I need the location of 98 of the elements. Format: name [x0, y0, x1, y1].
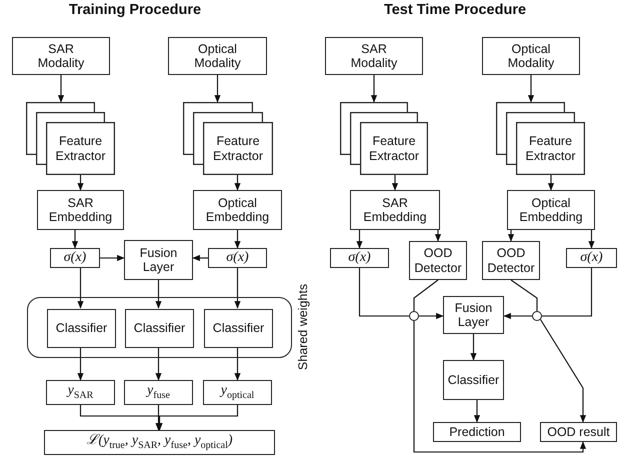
arrow	[503, 312, 532, 320]
arrow	[155, 347, 162, 381]
process-box	[37, 190, 124, 230]
arrow	[77, 347, 84, 381]
process-box	[540, 422, 617, 442]
junction-circle	[532, 311, 542, 321]
process-box	[443, 296, 504, 334]
process-box	[443, 360, 504, 400]
arrow	[419, 312, 444, 320]
process-box	[204, 309, 273, 348]
stacked-process-box	[26, 102, 115, 175]
arrow	[58, 75, 64, 103]
arrow	[370, 75, 378, 103]
arrow	[540, 319, 586, 423]
stacked-process-box	[496, 102, 585, 175]
node-label: Optical Embedding	[518, 196, 584, 224]
arrow	[508, 230, 514, 242]
math-label: y$_{fuse}$	[147, 383, 170, 402]
process-box	[12, 37, 110, 75]
node-label: Optical Embedding	[204, 196, 270, 224]
process-box	[193, 190, 282, 230]
formula-box	[50, 248, 100, 268]
arrow	[234, 347, 241, 381]
process-box	[482, 241, 540, 280]
process-box	[168, 37, 267, 75]
side-label: Shared weights	[296, 283, 310, 370]
process-box	[433, 422, 521, 442]
arrow	[155, 280, 162, 309]
formula-box	[566, 248, 617, 268]
arrow	[434, 230, 442, 242]
formula-box	[124, 380, 193, 405]
node-label: Classifier	[56, 321, 108, 336]
arrow	[77, 268, 84, 309]
node-label: Feature Extractor	[212, 133, 264, 164]
arrow	[77, 175, 84, 191]
process-box	[409, 241, 467, 280]
node-label: OOD Detector	[486, 246, 536, 275]
arrow	[234, 268, 241, 309]
arrow	[72, 230, 78, 249]
node-label: SAR Embedding	[362, 196, 428, 224]
math-label: σ(x)	[64, 250, 86, 266]
arrow	[474, 400, 480, 423]
formula-box	[203, 380, 272, 405]
arrow	[192, 254, 208, 262]
arrow	[156, 405, 238, 431]
process-box	[325, 37, 423, 75]
node-label: Classifier	[448, 372, 500, 388]
stacked-process-box	[183, 102, 273, 175]
arrow	[392, 175, 398, 191]
stacked-process-box	[340, 102, 428, 175]
math-label: σ(x)	[348, 250, 371, 266]
formula-box	[208, 248, 267, 268]
arrow	[356, 230, 363, 249]
node-label: OOD result	[547, 424, 610, 440]
arrow	[413, 280, 438, 311]
node-label: OOD Detector	[413, 246, 463, 275]
arrow	[470, 334, 477, 361]
shared-weights-group	[27, 297, 292, 358]
process-box	[125, 309, 194, 348]
math-label: σ(x)	[226, 250, 249, 266]
arrow	[234, 175, 241, 191]
node-label: Optical Modality	[193, 42, 242, 70]
node-label: Fusion Layer	[138, 246, 178, 274]
arrow	[234, 230, 241, 249]
node-label: Feature Extractor	[524, 133, 576, 164]
process-box	[507, 190, 595, 230]
math-label: y$_{SAR}$	[68, 383, 94, 402]
node-label: SAR Modality	[350, 42, 398, 70]
node-label: SAR Modality	[36, 42, 86, 70]
node-label: Fusion Layer	[454, 300, 494, 330]
node-label: SAR Embedding	[48, 196, 114, 224]
arrow	[528, 75, 534, 103]
math-label: ℒ(y$_{true}$, y$_{SAR}$, y$_{fuse}$, y$_{optical}$)	[86, 433, 233, 452]
node-label: Optical Modality	[506, 42, 556, 70]
formula-box	[44, 430, 275, 455]
arrow	[155, 405, 162, 431]
formula-box	[46, 380, 115, 405]
process-box	[482, 37, 580, 75]
arrow	[214, 75, 221, 103]
arrow	[510, 280, 538, 311]
arrow	[413, 321, 586, 453]
panel-title: Test Time Procedure	[382, 2, 528, 18]
formula-box	[330, 248, 389, 268]
arrow	[588, 230, 595, 249]
node-label: Prediction	[449, 424, 505, 440]
node-label: Feature Extractor	[54, 133, 106, 164]
arrow	[548, 175, 554, 191]
math-label: σ(x)	[580, 250, 603, 266]
node-label: Classifier	[134, 321, 186, 336]
process-box	[47, 309, 116, 348]
junction-circle	[409, 311, 419, 321]
node-label: Classifier	[212, 321, 264, 336]
math-label: y$_{optical}$	[220, 383, 254, 402]
process-box	[124, 240, 193, 280]
arrow	[100, 254, 125, 262]
node-label: Feature Extractor	[368, 133, 420, 164]
panel-title: Training Procedure	[68, 2, 202, 18]
process-box	[350, 190, 440, 230]
